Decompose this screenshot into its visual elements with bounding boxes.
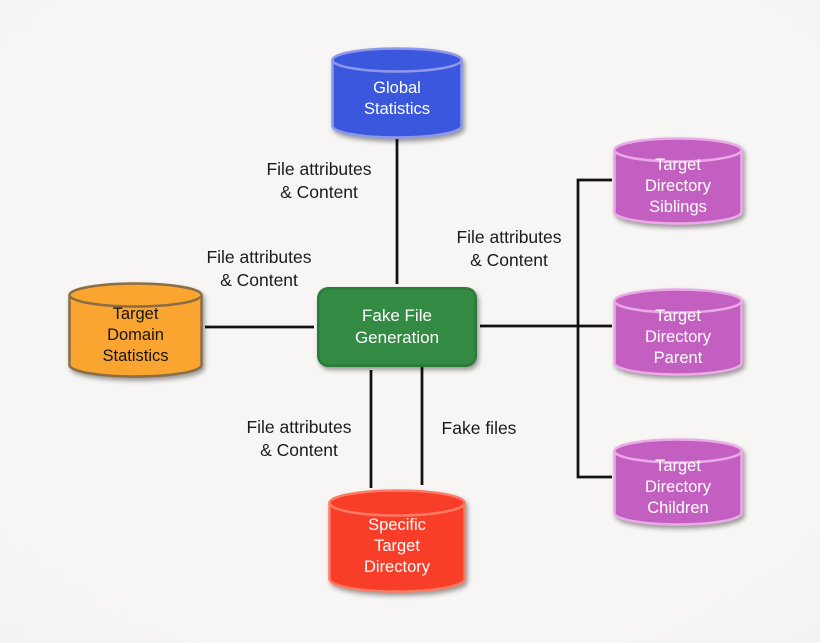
cylinder-top [328,489,466,517]
connector-directories [576,178,612,479]
fake-file-generation-label: Fake File Generation [354,306,440,347]
edge-label-domain-to-fake: File attributes & Content [206,247,312,290]
cylinder-top [68,282,203,308]
cylinder-body [328,503,466,593]
target-directory-parent-datastore: Target Directory Parent [613,288,743,376]
specific-target-directory-label: Specific Target Directory [363,516,430,576]
cylinder-body [613,451,743,526]
specific-target-directory-datastore: Specific Target Directory [328,489,466,593]
edge-label-directories-to-fake: File attributes & Content [456,227,562,270]
edge-label-global-to-fake: File attributes & Content [266,159,372,202]
cylinder-body [68,295,203,378]
target-directory-siblings-datastore: Target Directory Siblings [613,137,743,225]
target-directory-children-label: Target Directory Children [644,457,711,517]
edge-label-fake-to-specific: Fake files [441,418,517,438]
fake-file-generation-process: Fake File Generation [317,287,477,367]
target-directory-siblings-label: Target Directory Siblings [644,156,711,216]
global-statistics-datastore: Global Statistics [331,47,463,139]
target-directory-children-datastore: Target Directory Children [613,438,743,526]
target-directory-parent-label: Target Directory Parent [644,307,711,367]
global-statistics-label: Global Statistics [363,78,431,118]
target-domain-statistics-datastore: Target Domain Statistics [68,282,203,378]
cylinder-top [613,137,743,163]
edge-label-specific-to-fake: File attributes & Content [246,417,352,460]
cylinder-top [331,47,463,73]
target-domain-statistics-label: Target Domain Statistics [102,305,169,365]
cylinder-body [613,301,743,376]
cylinder-top [613,288,743,314]
cylinder-body [613,150,743,225]
cylinder-top [613,438,743,464]
process-box [317,287,477,367]
cylinder-body [331,60,463,139]
